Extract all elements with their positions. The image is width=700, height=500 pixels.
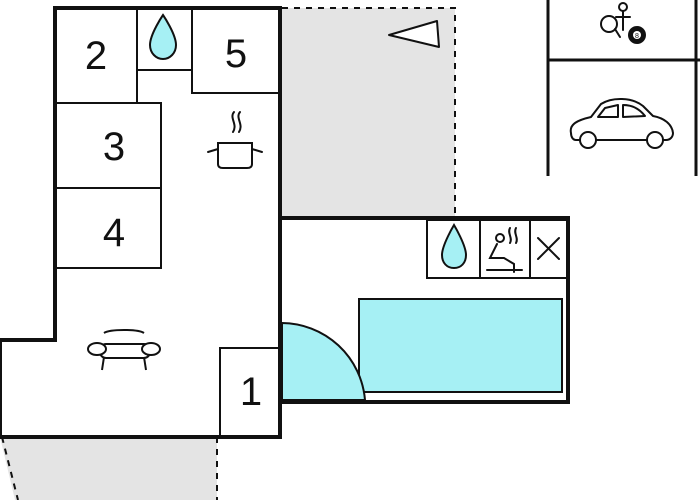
pool-entry-quarter-circle bbox=[281, 321, 367, 401]
room-5-number: 5 bbox=[225, 32, 247, 76]
water-drop-icon bbox=[148, 13, 178, 61]
compass-arrow-icon bbox=[388, 20, 440, 48]
room-1-number: 1 bbox=[240, 370, 262, 414]
pool-area-wall bbox=[280, 216, 570, 404]
billiard-ball-icon: 8 bbox=[628, 26, 646, 44]
x-box bbox=[529, 219, 568, 279]
terrace-top-dashed-edge bbox=[282, 7, 456, 218]
sofa-icon bbox=[87, 329, 161, 371]
car-icon bbox=[569, 98, 674, 149]
room-2-number: 2 bbox=[85, 34, 107, 78]
terrace-top bbox=[282, 8, 455, 218]
garage-wall bbox=[546, 0, 700, 176]
cooking-pot-icon bbox=[207, 111, 263, 169]
room-1 bbox=[219, 347, 281, 438]
terrace-bottom bbox=[0, 437, 217, 500]
billiard-ball-number: 8 bbox=[635, 33, 639, 40]
room-3-number: 3 bbox=[103, 125, 125, 169]
room-5 bbox=[191, 7, 281, 94]
close-x-icon bbox=[537, 237, 560, 260]
swimming-pool bbox=[358, 298, 563, 393]
terrace-bottom-dashed-edge bbox=[1, 436, 218, 500]
room-4-number: 4 bbox=[103, 211, 125, 255]
room-4 bbox=[54, 187, 162, 269]
table-tennis-icon bbox=[600, 2, 631, 38]
water-drop-icon bbox=[440, 223, 468, 270]
sauna-icon bbox=[486, 227, 523, 273]
